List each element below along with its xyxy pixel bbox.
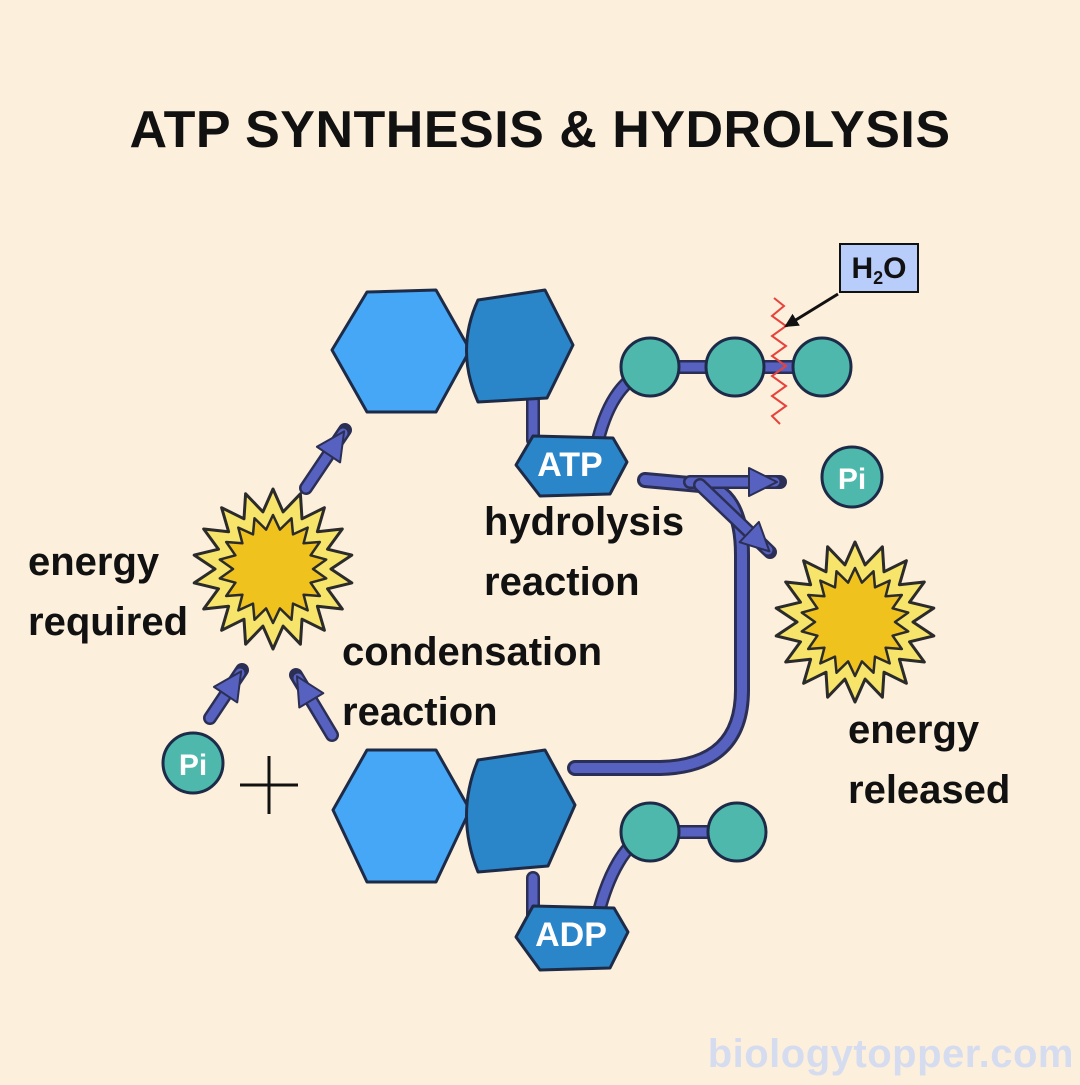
pi-released: Pi — [820, 445, 884, 509]
water-box: H2O — [839, 243, 919, 293]
pi-released-label: Pi — [838, 463, 866, 496]
hydrolysis-cut-line — [770, 297, 788, 425]
energy-required-label: energy required — [28, 540, 189, 644]
adp-ribose-pentagon — [465, 748, 577, 874]
atp-phosphate-3 — [791, 336, 853, 398]
water-pointer-arrow — [784, 292, 839, 328]
condensation-reaction-label: condensation reaction — [342, 630, 603, 734]
atp-adenine-hexagon — [330, 288, 472, 414]
atp-phosphate-2 — [704, 336, 766, 398]
atp-molecule: ATP — [330, 288, 853, 498]
atp-badge — [514, 434, 629, 498]
adp-adenine-hexagon — [331, 748, 472, 884]
plus-sign — [240, 756, 298, 814]
adp-badge — [514, 904, 630, 972]
hydrolysis-reaction-label: hydrolysis reaction — [484, 500, 685, 604]
adp-molecule: ADP — [331, 748, 768, 972]
watermark: biologytopper.com — [707, 1032, 1074, 1076]
atp-phosphate-1 — [619, 336, 681, 398]
water-formula: H2O — [851, 252, 906, 288]
atp-ribose-pentagon — [465, 288, 575, 404]
adp-phosphate-1 — [619, 801, 681, 863]
pi-input: Pi — [161, 731, 225, 795]
pi-input-label: Pi — [179, 749, 207, 782]
energy-released-burst — [774, 540, 936, 704]
energy-released-label: energy released — [848, 708, 1011, 812]
adp-label: ADP — [535, 916, 607, 954]
page-title: ATP SYNTHESIS & HYDROLYSIS — [129, 101, 951, 159]
atp-label: ATP — [537, 446, 602, 484]
energy-required-burst — [192, 487, 354, 651]
adp-phosphate-2 — [706, 801, 768, 863]
